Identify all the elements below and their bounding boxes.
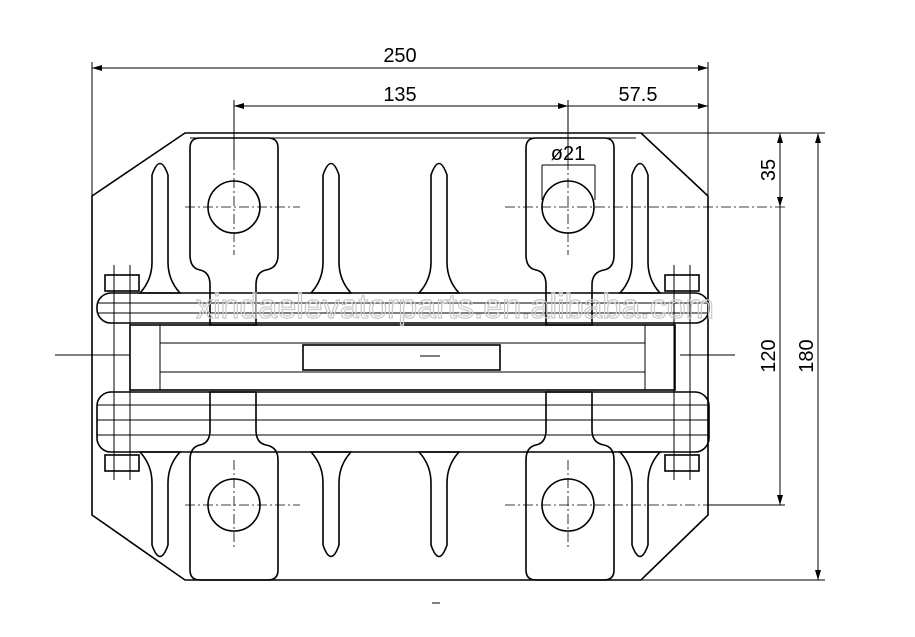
rail-assembly (96, 292, 710, 453)
dim-hole-spacing: 135 (383, 84, 416, 106)
rib (618, 451, 662, 558)
rail-top-bar (96, 292, 710, 324)
ribs-top (138, 162, 662, 294)
dim-hole-diameter: ø21 (551, 143, 585, 165)
guide-slot (302, 344, 501, 371)
dim-overall-height: 180 (796, 339, 818, 372)
dim-overall-width: 250 (383, 45, 416, 67)
rib (618, 162, 662, 294)
dimension-lines (91, 62, 825, 581)
dim-vertical-offset: 35 (758, 159, 780, 181)
ribs-bottom (138, 451, 662, 558)
bolt-head (664, 274, 700, 292)
rib (417, 162, 461, 294)
dim-inner-height: 120 (758, 339, 780, 372)
watermark-text: xindaelevatorparts.en.alibaba.com (196, 288, 714, 326)
rail-bottom-bar (96, 391, 710, 453)
lug-top-left (189, 137, 279, 326)
bolt-head (664, 454, 700, 472)
dim-edge-to-hole: 57.5 (619, 84, 658, 106)
rib (138, 162, 182, 294)
bolt-head (104, 454, 140, 472)
side-bolts (104, 265, 700, 480)
lug-bottom-left (189, 391, 279, 581)
rib (309, 451, 353, 558)
plate-outline (91, 132, 709, 581)
centre-lines (55, 160, 785, 550)
rib (417, 451, 461, 558)
guide-body (129, 324, 676, 391)
bolt-lugs (189, 137, 615, 581)
lug-top-right (525, 137, 615, 326)
lug-bottom-right (525, 391, 615, 581)
rib (309, 162, 353, 294)
bolt-head (104, 274, 140, 292)
rib (138, 451, 182, 558)
